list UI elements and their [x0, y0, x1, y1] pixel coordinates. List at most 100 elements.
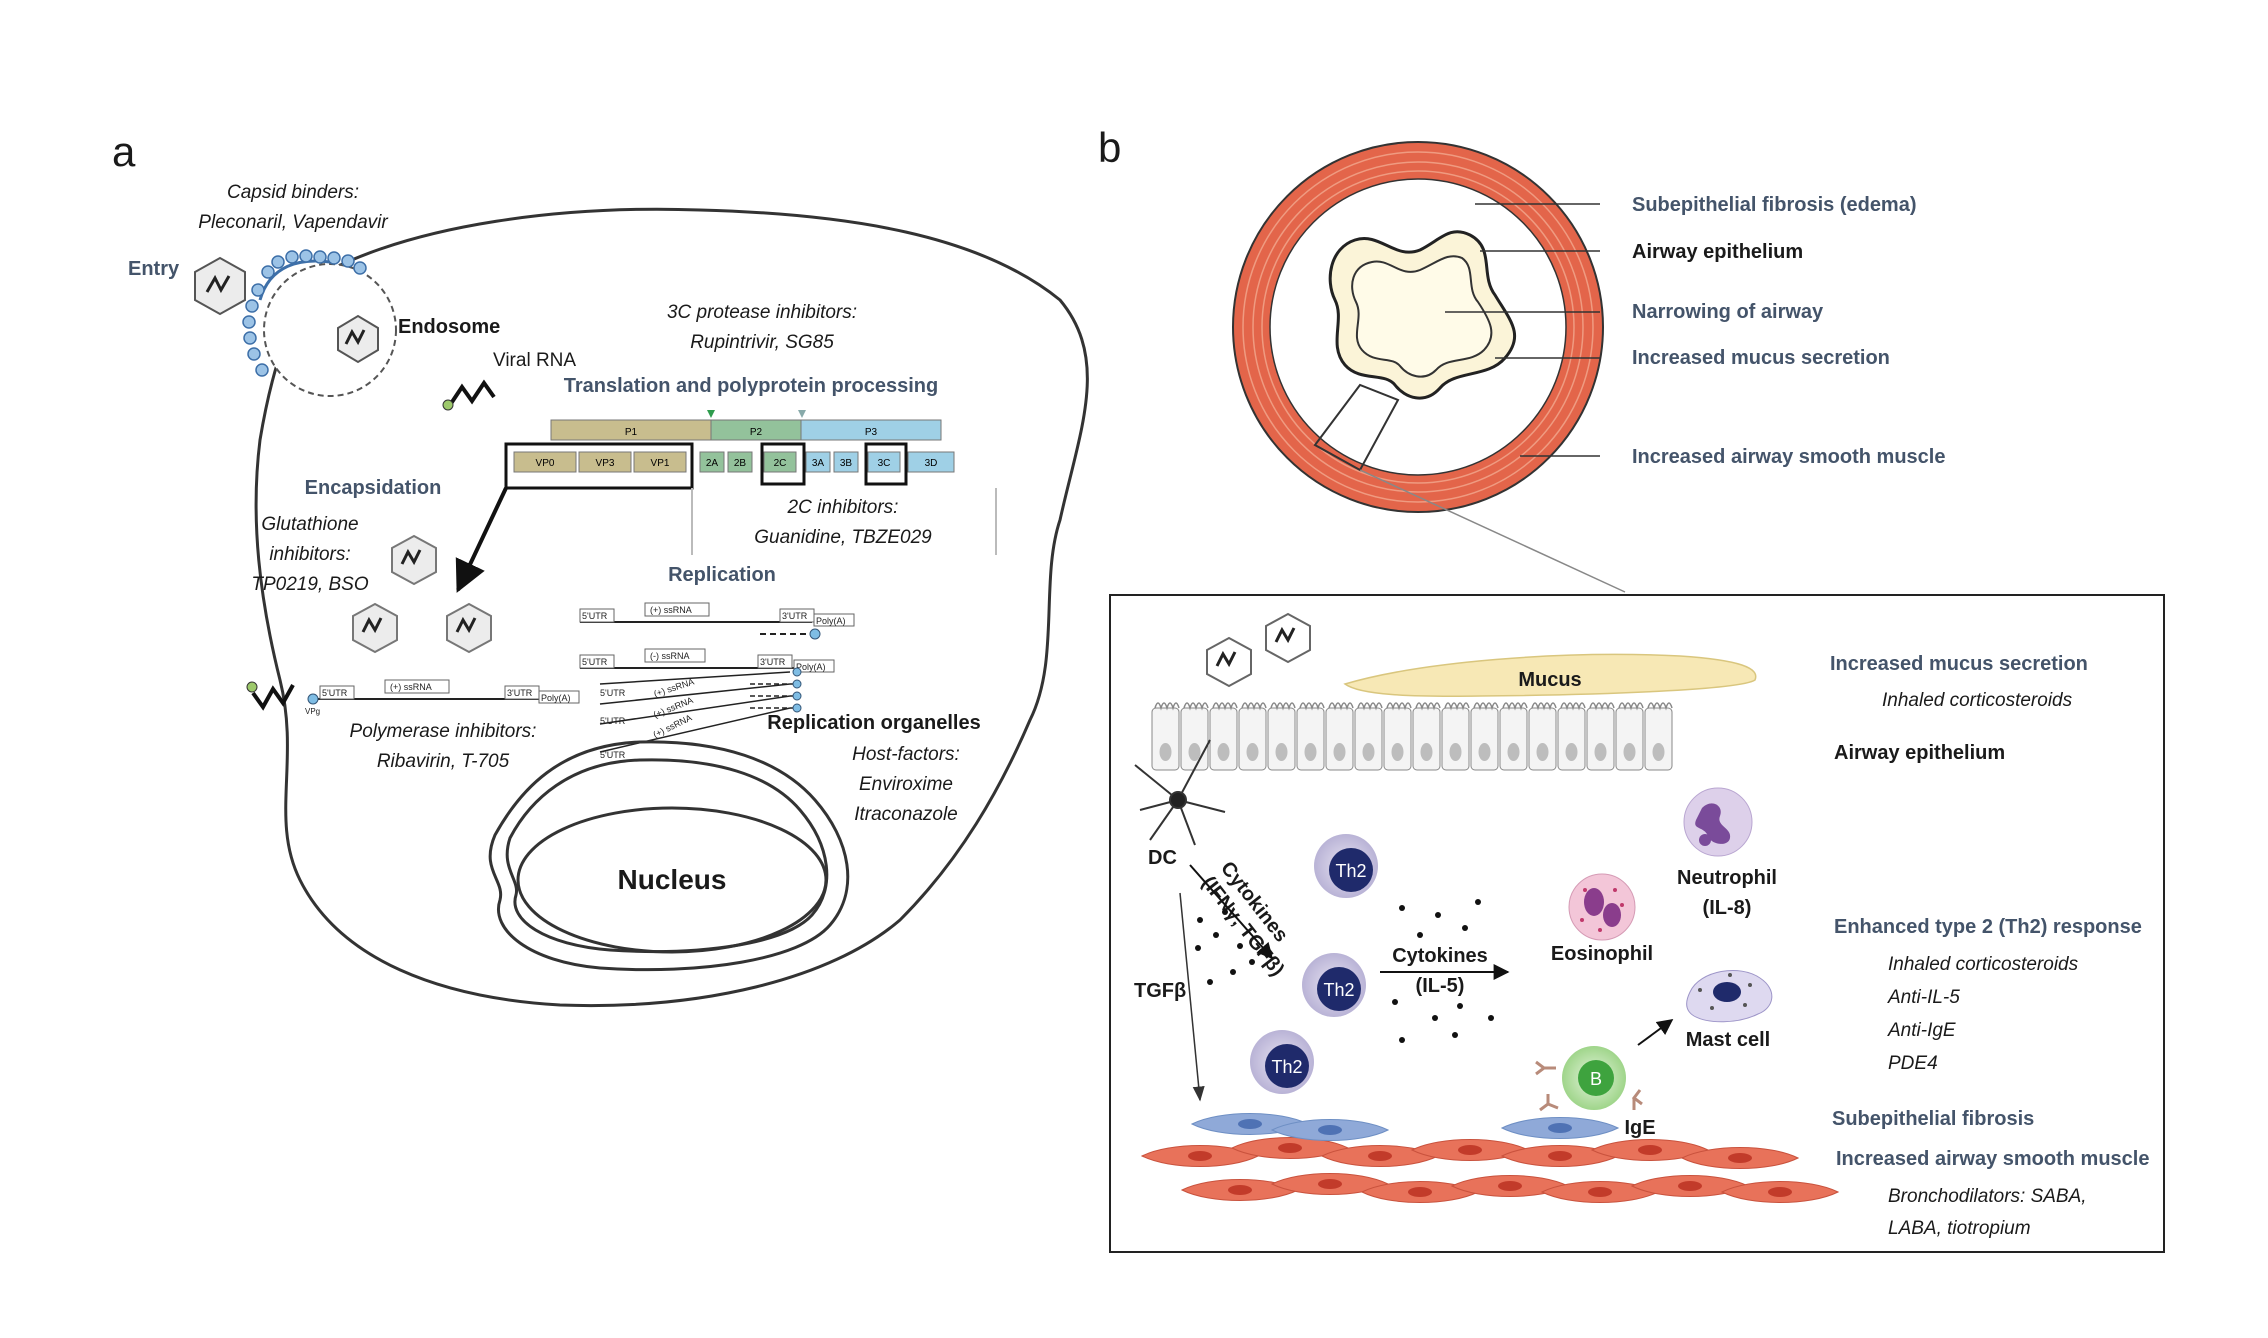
replication-label: Replication — [668, 564, 776, 586]
label-smooth-muscle: Increased airway smooth muscle — [1632, 446, 1945, 468]
frag-vp0: VP0 — [536, 458, 555, 469]
neutrophil-icon — [1683, 787, 1753, 857]
poly-p3: P3 — [865, 427, 878, 438]
rna-neg: (-) ssRNA — [650, 651, 690, 661]
smooth-muscle-nucleus — [1318, 1125, 1342, 1135]
epithelial-cilia — [1241, 702, 1267, 711]
rna-polya-f: Poly(A) — [541, 693, 571, 703]
rna-vpg: VPg — [305, 707, 320, 716]
side-fibrosis: Subepithelial fibrosis — [1832, 1108, 2034, 1130]
epithelial-cell — [1470, 707, 1499, 771]
rna-utr3-a: 3'UTR — [782, 611, 808, 621]
epithelial-nucleus — [1362, 743, 1375, 761]
epithelial-nucleus — [1565, 743, 1578, 761]
virion-icons — [352, 534, 492, 654]
c2-title: 2C inhibitors: — [787, 497, 899, 518]
epithelial-cell — [1383, 707, 1412, 771]
epithelial-nucleus — [1275, 743, 1288, 761]
epithelial-cilia — [1444, 702, 1470, 711]
epithelial-cilia — [1531, 702, 1557, 711]
th2-cell-1: Th2 — [1314, 834, 1378, 898]
cytokines1-arrow — [1189, 864, 1274, 960]
epithelial-cilia — [1270, 702, 1296, 711]
epithelial-cell — [1296, 707, 1325, 771]
th2-label-3: Th2 — [1271, 1057, 1302, 1077]
epithelial-nucleus — [1420, 743, 1433, 761]
rna-polya-b: Poly(A) — [796, 662, 826, 672]
epithelial-cell — [1354, 707, 1383, 771]
epithelial-cilia — [1560, 702, 1586, 711]
epithelial-nucleus — [1188, 743, 1201, 761]
entry-virus-icon — [194, 256, 246, 316]
rna-pos-a: (+) ssRNA — [650, 605, 692, 615]
rna-utr5-a: 5'UTR — [582, 611, 608, 621]
poly-p2: P2 — [750, 427, 763, 438]
polymerase-rna: VPg 5'UTR (+) ssRNA 3'UTR Poly(A) — [246, 679, 580, 716]
epithelium-cells — [1151, 702, 1673, 771]
epithelial-cilia — [1386, 702, 1412, 711]
replication-rna: 5'UTR (+) ssRNA 3'UTR Poly(A) 5'UTR (-) … — [579, 602, 855, 760]
label-narrowing: Narrowing of airway — [1632, 301, 1824, 323]
epithelial-nucleus — [1159, 743, 1172, 761]
airway-cross-section — [1232, 141, 1626, 593]
label-airway-epithelium: Airway epithelium — [1632, 241, 1803, 263]
polymerase-title: Polymerase inhibitors: — [350, 721, 537, 742]
smooth-muscle-nucleus — [1638, 1145, 1662, 1155]
nucleus-icon — [488, 740, 850, 972]
epithelial-cell — [1615, 707, 1644, 771]
smooth-muscle-nucleus — [1188, 1151, 1212, 1161]
airway-callout-lines — [1445, 203, 1600, 457]
side-epithelium: Airway epithelium — [1834, 742, 2005, 764]
neutrophil-line2: (IL-8) — [1703, 897, 1752, 919]
inset-mucus-label: Mucus — [1518, 669, 1581, 691]
glutathione-line3: TP0219, BSO — [251, 574, 368, 595]
frag-3c: 3C — [878, 458, 891, 469]
poly-p1: P1 — [625, 427, 638, 438]
epithelial-cell — [1528, 707, 1557, 771]
tgfb-label: TGFβ — [1134, 980, 1186, 1002]
rna-polya-a: Poly(A) — [816, 616, 846, 626]
epithelial-cell — [1499, 707, 1528, 771]
epithelial-cilia — [1618, 702, 1644, 711]
epithelial-nucleus — [1449, 743, 1462, 761]
epithelial-cell — [1325, 707, 1354, 771]
protease-title: 3C protease inhibitors: — [667, 302, 857, 323]
translation-label: Translation and polyprotein processing — [564, 375, 939, 397]
side-th2-drug-4: PDE4 — [1888, 1053, 1938, 1074]
epithelial-cell — [1151, 707, 1180, 771]
panel-b-letter: b — [1098, 124, 1121, 171]
rna-utr5-d: 5'UTR — [600, 716, 626, 726]
panel-a-letter: a — [112, 128, 136, 175]
frag-3a: 3A — [812, 458, 825, 469]
smooth-muscle-nucleus — [1548, 1151, 1572, 1161]
host-factors-drug2: Itraconazole — [854, 804, 958, 825]
epithelial-cilia — [1328, 702, 1354, 711]
neutrophil-line1: Neutrophil — [1677, 867, 1777, 889]
nucleus-label: Nucleus — [618, 864, 727, 895]
rna-utr5-f: 5'UTR — [322, 688, 348, 698]
glutathione-line2: inhibitors: — [269, 544, 350, 565]
cytokines2-line2: (IL-5) — [1416, 975, 1465, 997]
viral-rna-icon — [442, 379, 496, 411]
cell-membrane — [254, 207, 1089, 1007]
smooth-muscle-nucleus — [1368, 1151, 1392, 1161]
epithelial-nucleus — [1623, 743, 1636, 761]
smooth-muscle-nucleus — [1728, 1153, 1752, 1163]
ige-antibody-icons — [1535, 1060, 1643, 1112]
smooth-muscle-nucleus — [1588, 1187, 1612, 1197]
smooth-muscle-cells — [1140, 1113, 1840, 1203]
epithelial-cell — [1238, 707, 1267, 771]
frag-vp3: VP3 — [596, 458, 615, 469]
epithelial-nucleus — [1507, 743, 1520, 761]
epithelial-cilia — [1502, 702, 1528, 711]
mucus-layer — [1343, 653, 1757, 697]
frag-2c: 2C — [774, 458, 787, 469]
rna-utr3-f: 3'UTR — [507, 688, 533, 698]
cytokines2-line1: Cytokines — [1392, 945, 1488, 967]
eosinophil-label: Eosinophil — [1551, 943, 1653, 965]
epithelial-cell — [1267, 707, 1296, 771]
th2-cell-3: Th2 — [1250, 1030, 1314, 1094]
epithelial-cilia — [1212, 702, 1238, 711]
b-cell-icon: B — [1562, 1046, 1626, 1110]
